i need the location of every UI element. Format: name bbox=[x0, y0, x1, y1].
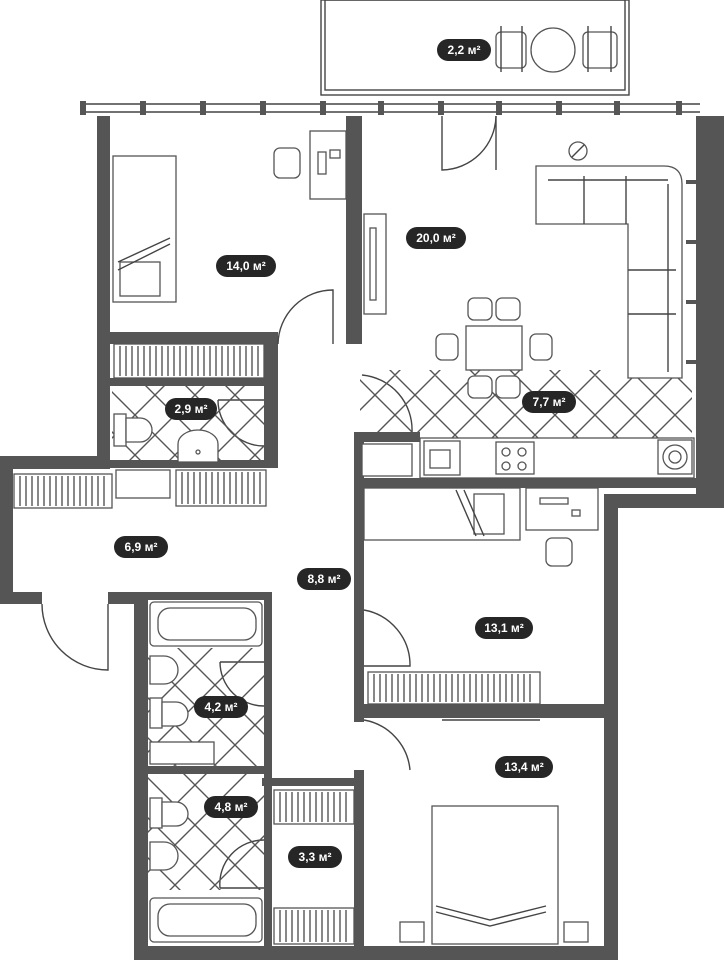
balcony-table bbox=[495, 26, 618, 73]
area-label-balcony: 2,2 м² bbox=[437, 39, 491, 61]
area-label-bedroom-3: 13,4 м² bbox=[495, 756, 553, 778]
area-label-wardrobe: 3,3 м² bbox=[288, 846, 342, 868]
floor-lamp-icon bbox=[568, 141, 588, 161]
area-text: 14,0 м² bbox=[226, 259, 266, 273]
area-label-living-room: 20,0 м² bbox=[406, 227, 466, 249]
area-label-entrance-hall: 6,9 м² bbox=[114, 536, 168, 558]
bathroom-3-tiles bbox=[148, 772, 266, 890]
area-text: 7,7 м² bbox=[533, 395, 566, 409]
area-label-bathroom-3: 4,8 м² bbox=[204, 796, 258, 818]
area-text: 4,8 м² bbox=[215, 800, 248, 814]
right-windows bbox=[606, 180, 696, 924]
tv-unit bbox=[363, 213, 387, 315]
area-text: 3,3 м² bbox=[299, 850, 332, 864]
area-text: 2,9 м² bbox=[175, 402, 208, 416]
area-text: 8,8 м² bbox=[308, 572, 341, 586]
area-label-corridor: 8,8 м² bbox=[297, 568, 351, 590]
area-text: 20,0 м² bbox=[416, 231, 456, 245]
bedroom-2-furniture bbox=[363, 487, 599, 705]
dining-table bbox=[435, 297, 553, 399]
walls bbox=[0, 116, 724, 960]
bathroom-3-fixtures bbox=[149, 797, 263, 943]
area-label-bathroom-1: 2,9 м² bbox=[165, 398, 217, 420]
top-window-strip bbox=[80, 101, 700, 115]
bedroom-1-desk bbox=[273, 130, 347, 200]
area-text: 13,4 м² bbox=[504, 760, 544, 774]
area-text: 13,1 м² bbox=[484, 621, 524, 635]
balcony bbox=[320, 0, 630, 96]
bedroom-1-bed bbox=[112, 155, 177, 303]
area-text: 6,9 м² bbox=[125, 540, 158, 554]
area-label-bedroom-2: 13,1 м² bbox=[475, 617, 533, 639]
bathroom-1-fixtures bbox=[113, 413, 219, 463]
kitchen-counter bbox=[361, 437, 695, 479]
area-label-bedroom-1: 14,0 м² bbox=[216, 255, 276, 277]
bedroom-3-bed bbox=[399, 719, 589, 945]
doors bbox=[41, 115, 497, 889]
area-text: 2,2 м² bbox=[448, 43, 481, 57]
bathroom-2-fixtures bbox=[149, 601, 263, 765]
area-label-kitchen: 7,7 м² bbox=[522, 391, 576, 413]
area-text: 4,2 м² bbox=[205, 700, 238, 714]
area-label-bathroom-2: 4,2 м² bbox=[194, 696, 248, 718]
wardrobe-shelving bbox=[273, 789, 355, 945]
living-room-sofa bbox=[535, 165, 683, 379]
entrance-wardrobes bbox=[13, 469, 267, 509]
wardrobe-bedroom-1 bbox=[113, 343, 265, 379]
